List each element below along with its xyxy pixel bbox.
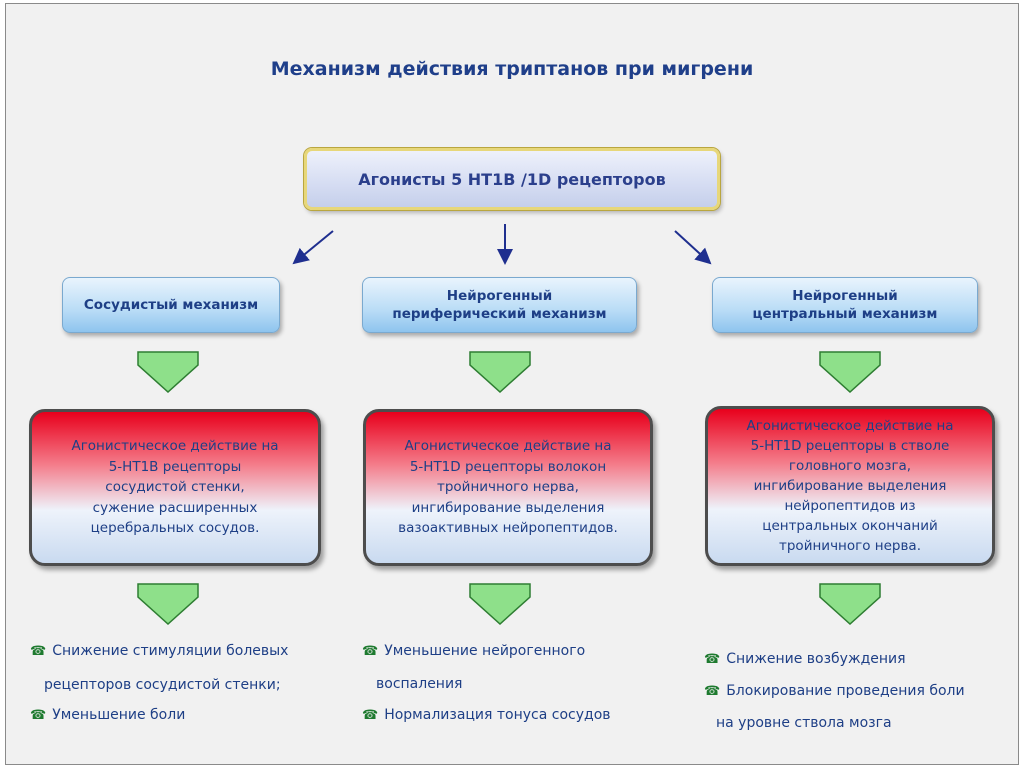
- action-box-central: Агонистическое действие на 5-НТ1D рецепт…: [705, 406, 995, 566]
- phone-bullet-icon: ☎: [362, 708, 379, 723]
- action-box-vascular: Агонистическое действие на 5-НТ1В рецепт…: [29, 409, 321, 566]
- phone-bullet-icon: ☎: [30, 708, 47, 723]
- chevron-down-icon: [819, 583, 881, 625]
- chevron-down-icon: [469, 583, 531, 625]
- action-text: Агонистическое действие на 5-НТ1В рецепт…: [71, 438, 279, 537]
- chevron-down-icon: [137, 583, 199, 625]
- effect-item: ☎Уменьшение нейрогенного: [362, 643, 586, 659]
- effect-item-continued: воспаления: [376, 676, 463, 692]
- effect-item-continued: рецепторов сосудистой стенки;: [44, 677, 281, 693]
- phone-bullet-icon: ☎: [30, 644, 47, 659]
- arrow-left: [292, 230, 334, 265]
- chevron-down-icon: [469, 351, 531, 393]
- mechanism-label: Нейрогенный периферический механизм: [392, 288, 607, 322]
- effect-item: ☎Снижение стимуляции болевых: [30, 643, 289, 659]
- phone-bullet-icon: ☎: [704, 684, 721, 699]
- effect-item-continued: на уровне ствола мозга: [716, 715, 892, 731]
- arrow-right: [674, 230, 712, 265]
- effect-item: ☎Снижение возбуждения: [704, 651, 906, 667]
- effect-item: ☎Блокирование проведения боли: [704, 683, 965, 699]
- effect-item: ☎Уменьшение боли: [30, 707, 186, 723]
- action-box-peripheral: Агонистическое действие на 5-НТ1D рецепт…: [363, 409, 653, 566]
- mechanism-box-central: Нейрогенный центральный механизм: [712, 277, 978, 333]
- effect-item: ☎Нормализация тонуса сосудов: [362, 707, 611, 723]
- action-text: Агонистическое действие на 5-НТ1D рецепт…: [398, 438, 618, 537]
- chevron-down-icon: [819, 351, 881, 393]
- phone-bullet-icon: ☎: [704, 652, 721, 667]
- mechanism-box-vascular: Сосудистый механизм: [62, 277, 280, 333]
- chevron-down-icon: [137, 351, 199, 393]
- mechanism-label: Сосудистый механизм: [83, 297, 259, 313]
- top-box-agonists: Агонисты 5 НТ1В /1D рецепторов: [304, 148, 720, 210]
- action-text: Агонистическое действие на 5-НТ1D рецепт…: [746, 418, 954, 554]
- phone-bullet-icon: ☎: [362, 644, 379, 659]
- mechanism-label: Нейрогенный центральный механизм: [752, 288, 938, 322]
- mechanism-box-peripheral: Нейрогенный периферический механизм: [362, 277, 637, 333]
- page-title: Механизм действия триптанов при мигрени: [270, 58, 754, 80]
